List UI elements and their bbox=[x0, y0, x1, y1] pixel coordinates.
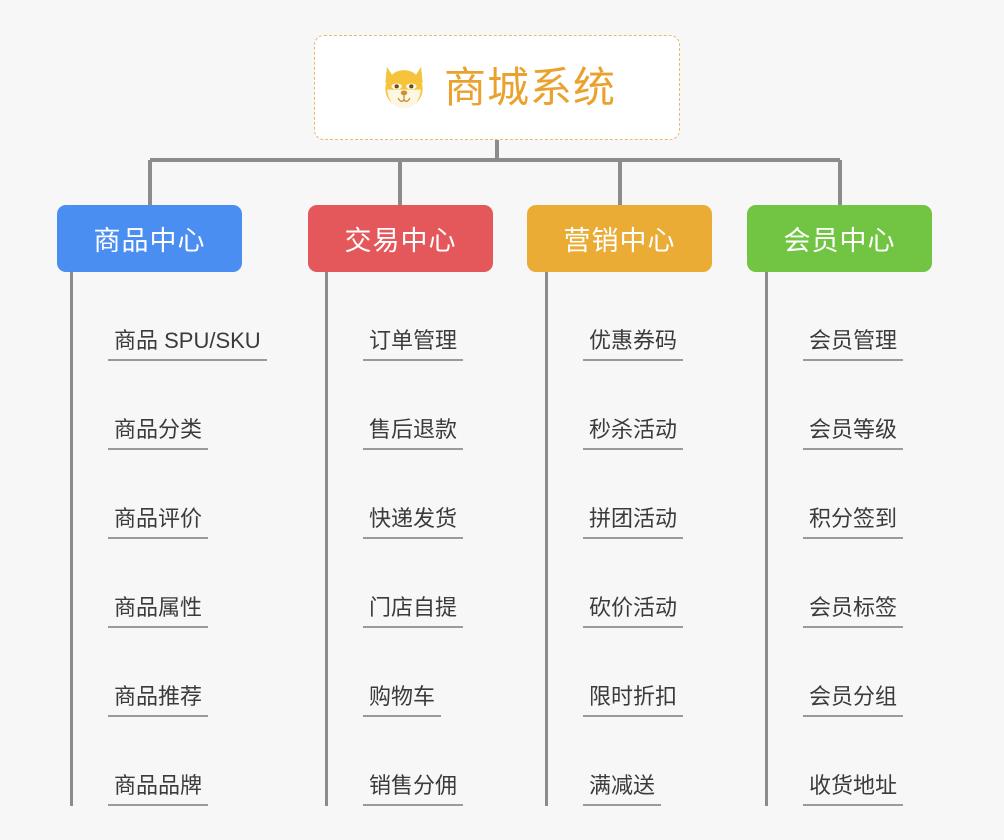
branch-item[interactable]: 积分签到 bbox=[765, 450, 932, 539]
branch-item[interactable]: 商品属性 bbox=[70, 539, 242, 628]
branch-item-label: 满减送 bbox=[583, 773, 662, 806]
branch-item[interactable]: 收货地址 bbox=[765, 717, 932, 806]
branch-column-2: 交易中心订单管理售后退款快递发货门店自提购物车销售分佣 bbox=[308, 205, 493, 806]
branch-item-label: 商品推荐 bbox=[108, 684, 209, 717]
branch-item-list-2: 订单管理售后退款快递发货门店自提购物车销售分佣 bbox=[308, 272, 493, 806]
branch-header-label: 营销中心 bbox=[563, 226, 676, 256]
branch-item[interactable]: 销售分佣 bbox=[325, 717, 493, 806]
branch-item[interactable]: 砍价活动 bbox=[545, 539, 712, 628]
branch-item[interactable]: 快递发货 bbox=[325, 450, 493, 539]
branch-item-label: 商品属性 bbox=[108, 595, 209, 628]
branch-header-label: 会员中心 bbox=[783, 226, 896, 256]
branch-item-label: 优惠券码 bbox=[583, 328, 684, 361]
branch-item-label: 限时折扣 bbox=[583, 684, 684, 717]
branch-item-label: 商品品牌 bbox=[108, 773, 209, 806]
branch-item-label: 会员等级 bbox=[803, 417, 904, 450]
branch-item-label: 砍价活动 bbox=[583, 595, 684, 628]
branch-item-list-1: 商品 SPU/SKU 商品分类商品评价商品属性商品推荐商品品牌 bbox=[57, 272, 267, 806]
branch-item-label: 门店自提 bbox=[363, 595, 464, 628]
branch-item-label: 商品 SPU/SKU bbox=[108, 328, 267, 361]
branch-item[interactable]: 商品评价 bbox=[70, 450, 242, 539]
root-title: 商城系统 bbox=[443, 63, 616, 111]
branch-item-list-4: 会员管理会员等级积分签到会员标签会员分组收货地址 bbox=[747, 272, 932, 806]
branch-item-label: 会员管理 bbox=[803, 328, 904, 361]
shiba-dog-icon bbox=[385, 66, 423, 109]
branch-item[interactable]: 商品分类 bbox=[70, 361, 242, 450]
branch-item[interactable]: 购物车 bbox=[325, 628, 493, 717]
branch-item[interactable]: 会员管理 bbox=[765, 272, 932, 361]
branch-item-label: 销售分佣 bbox=[363, 773, 464, 806]
branch-item[interactable]: 商品 SPU/SKU bbox=[70, 272, 267, 361]
branch-rail-1 bbox=[70, 272, 73, 806]
root-node[interactable]: 商城系统 bbox=[314, 35, 680, 140]
branch-item-label: 会员分组 bbox=[803, 684, 904, 717]
branch-item-label: 收货地址 bbox=[803, 773, 904, 806]
branch-item[interactable]: 限时折扣 bbox=[545, 628, 712, 717]
branch-item[interactable]: 优惠券码 bbox=[545, 272, 712, 361]
branch-rail-4 bbox=[765, 272, 768, 806]
branch-header-3[interactable]: 营销中心 bbox=[527, 205, 712, 272]
branch-item-label: 商品分类 bbox=[108, 417, 209, 450]
branch-item-label: 会员标签 bbox=[803, 595, 904, 628]
branch-header-label: 交易中心 bbox=[344, 226, 457, 256]
branch-header-1[interactable]: 商品中心 bbox=[57, 205, 242, 272]
branch-item-label: 快递发货 bbox=[363, 506, 464, 539]
branch-rail-2 bbox=[325, 272, 328, 806]
branch-item[interactable]: 商品推荐 bbox=[70, 628, 242, 717]
branch-item-label: 售后退款 bbox=[363, 417, 464, 450]
branch-item[interactable]: 会员标签 bbox=[765, 539, 932, 628]
branch-item[interactable]: 秒杀活动 bbox=[545, 361, 712, 450]
branch-rail-3 bbox=[545, 272, 548, 806]
branch-item-label: 购物车 bbox=[363, 684, 442, 717]
branch-item-label: 积分签到 bbox=[803, 506, 904, 539]
branch-item[interactable]: 拼团活动 bbox=[545, 450, 712, 539]
branch-item[interactable]: 会员等级 bbox=[765, 361, 932, 450]
branch-item[interactable]: 订单管理 bbox=[325, 272, 493, 361]
branch-header-4[interactable]: 会员中心 bbox=[747, 205, 932, 272]
branch-item-label: 秒杀活动 bbox=[583, 417, 684, 450]
branch-column-1: 商品中心商品 SPU/SKU 商品分类商品评价商品属性商品推荐商品品牌 bbox=[57, 205, 267, 806]
branch-item[interactable]: 售后退款 bbox=[325, 361, 493, 450]
branch-item-label: 商品评价 bbox=[108, 506, 209, 539]
branch-item[interactable]: 商品品牌 bbox=[70, 717, 242, 806]
branch-column-4: 会员中心会员管理会员等级积分签到会员标签会员分组收货地址 bbox=[747, 205, 932, 806]
branch-header-label: 商品中心 bbox=[93, 226, 206, 256]
branch-item-label: 订单管理 bbox=[363, 328, 464, 361]
branch-item[interactable]: 满减送 bbox=[545, 717, 712, 806]
branch-item-label: 拼团活动 bbox=[583, 506, 684, 539]
branch-column-3: 营销中心优惠券码秒杀活动拼团活动砍价活动限时折扣满减送 bbox=[527, 205, 712, 806]
branch-header-2[interactable]: 交易中心 bbox=[308, 205, 493, 272]
branch-item[interactable]: 会员分组 bbox=[765, 628, 932, 717]
branch-item-list-3: 优惠券码秒杀活动拼团活动砍价活动限时折扣满减送 bbox=[527, 272, 712, 806]
branch-item[interactable]: 门店自提 bbox=[325, 539, 493, 628]
